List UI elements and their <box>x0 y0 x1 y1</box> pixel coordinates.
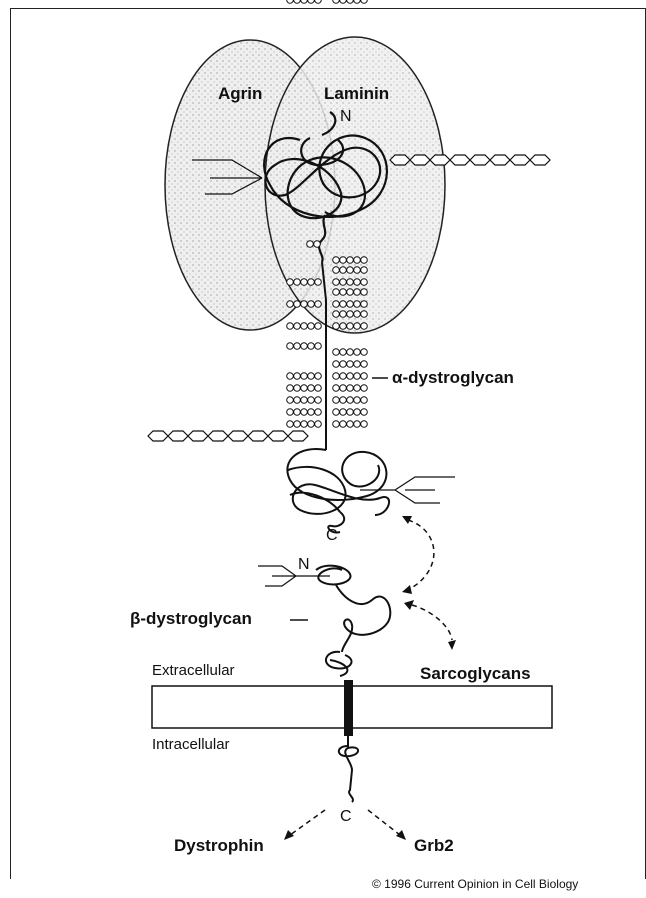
dystrophin-label: Dystrophin <box>174 836 264 856</box>
n-terminal-alpha-label: N <box>340 108 352 126</box>
beta-dg-intracellular <box>339 736 358 802</box>
glycan-chain-right-top <box>390 155 550 165</box>
beta-dg-extracellular <box>316 566 390 676</box>
extracellular-label: Extracellular <box>152 662 235 679</box>
glycan-chain-left-lower <box>148 431 308 441</box>
intracellular-label: Intracellular <box>152 736 230 753</box>
laminin-label: Laminin <box>324 84 389 104</box>
alpha-dg-c-domain <box>287 449 389 532</box>
n-terminal-beta-label: N <box>298 556 310 574</box>
laminin-ellipse <box>265 37 445 333</box>
sarcoglycans-label: Sarcoglycans <box>420 664 531 684</box>
agrin-label: Agrin <box>218 84 262 104</box>
c-terminal-alpha-label: C <box>326 527 338 545</box>
transmembrane-segment <box>344 680 353 736</box>
grb2-label: Grb2 <box>414 836 454 856</box>
alpha-dystroglycan-label: α-dystroglycan <box>392 368 514 388</box>
beta-dystroglycan-label: β-dystroglycan <box>130 609 252 629</box>
c-terminal-beta-label: C <box>340 808 352 826</box>
copyright-credit: © 1996 Current Opinion in Cell Biology <box>372 877 578 891</box>
